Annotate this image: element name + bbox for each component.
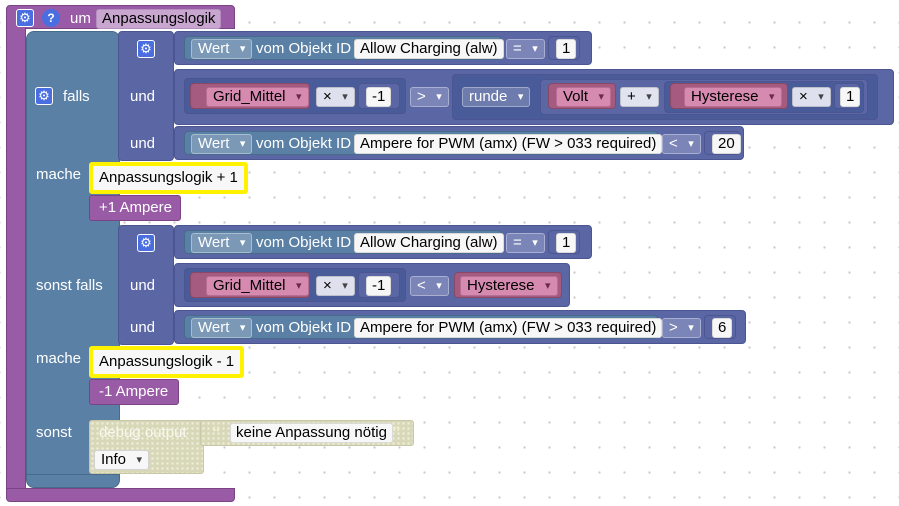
multiply-dropdown[interactable]: ×: [316, 276, 355, 296]
debug-output-label: debug output: [99, 424, 187, 441]
comment-text: -1 Ampere: [99, 383, 169, 400]
and-label: und: [130, 277, 156, 294]
operator-dropdown[interactable]: =: [506, 233, 545, 253]
compare-dropdown[interactable]: <: [410, 276, 449, 296]
value-dropdown[interactable]: Wert: [191, 318, 253, 338]
object-id-field[interactable]: Allow Charging (alw): [354, 233, 504, 253]
help-icon[interactable]: ?: [42, 9, 60, 27]
multiply-dropdown[interactable]: ×: [792, 87, 831, 107]
object-id-label: vom Objekt ID: [256, 234, 352, 251]
object-id-field[interactable]: Allow Charging (alw): [354, 39, 504, 59]
else-if-label: sonst falls: [36, 277, 103, 294]
variable-dropdown[interactable]: Grid_Mittel: [206, 87, 309, 107]
object-id-label: vom Objekt ID: [256, 135, 352, 152]
function-block-footer: [6, 488, 235, 502]
function-prefix: um: [70, 10, 91, 27]
text-field[interactable]: keine Anpassung nötig: [230, 423, 393, 443]
procedure-call-increase[interactable]: Anpassungslogik + 1: [89, 162, 248, 194]
object-id-label: vom Objekt ID: [256, 40, 352, 57]
variable-dropdown[interactable]: Volt: [556, 87, 612, 107]
number-field[interactable]: 1: [556, 233, 577, 253]
number-field[interactable]: 1: [556, 39, 577, 59]
value-dropdown[interactable]: Wert: [191, 134, 253, 154]
if-block-footer: [26, 474, 120, 488]
object-id-label: vom Objekt ID: [256, 319, 352, 336]
procedure-call-decrease[interactable]: Anpassungslogik - 1: [89, 346, 245, 378]
and-label: und: [130, 88, 156, 105]
compare-dropdown[interactable]: >: [410, 87, 449, 107]
value-dropdown[interactable]: Wert: [191, 233, 253, 253]
gear-icon[interactable]: ⚙: [16, 9, 34, 27]
round-dropdown[interactable]: runde: [462, 87, 531, 107]
if-label: falls: [63, 88, 90, 105]
gear-icon[interactable]: ⚙: [137, 234, 155, 252]
object-id-field[interactable]: Ampere for PWM (amx) (FW > 033 required): [354, 134, 663, 154]
function-block-body: [6, 26, 26, 498]
do-label-1: mache: [36, 166, 82, 183]
variable-dropdown[interactable]: Hysterese: [684, 87, 782, 107]
and-label: und: [130, 135, 156, 152]
comment-text: +1 Ampere: [99, 199, 172, 216]
if-block[interactable]: [26, 31, 120, 485]
variable-dropdown[interactable]: Grid_Mittel: [206, 276, 309, 296]
comment-block[interactable]: [89, 379, 179, 405]
number-field[interactable]: -1: [366, 87, 392, 107]
operator-dropdown[interactable]: =: [506, 39, 545, 59]
level-dropdown[interactable]: Info: [94, 450, 150, 470]
do-label-2: mache: [36, 350, 82, 367]
and-label: und: [130, 319, 156, 336]
quote-close-icon: ”: [392, 423, 401, 442]
operator-dropdown[interactable]: >: [662, 318, 701, 338]
quote-open-icon: “: [212, 423, 221, 442]
multiply-dropdown[interactable]: ×: [316, 87, 355, 107]
function-name-field[interactable]: Anpassungslogik: [96, 9, 222, 29]
else-label: sonst: [36, 424, 72, 441]
value-dropdown[interactable]: Wert: [191, 39, 253, 59]
variable-dropdown[interactable]: Hysterese: [460, 276, 558, 296]
number-field[interactable]: -1: [366, 276, 392, 296]
object-id-field[interactable]: Ampere for PWM (amx) (FW > 033 required): [354, 318, 663, 338]
plus-dropdown[interactable]: +: [620, 87, 659, 107]
number-field[interactable]: 20: [712, 134, 741, 154]
operator-dropdown[interactable]: <: [662, 134, 701, 154]
gear-icon[interactable]: ⚙: [137, 40, 155, 58]
number-field[interactable]: 6: [712, 318, 733, 338]
number-field[interactable]: 1: [840, 87, 861, 107]
comment-block[interactable]: [89, 195, 181, 221]
gear-icon[interactable]: ⚙: [35, 87, 53, 105]
